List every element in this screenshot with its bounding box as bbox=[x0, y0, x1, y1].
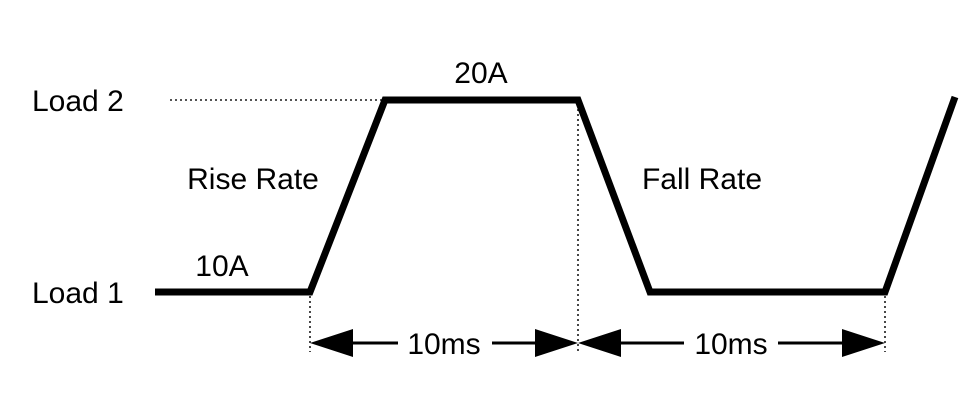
fall-rate-label: Fall Rate bbox=[642, 163, 762, 196]
rise-rate-label: Rise Rate bbox=[187, 163, 319, 196]
interval2-left-arrowhead-icon bbox=[578, 329, 621, 357]
load1-axis-label: Load 1 bbox=[32, 277, 124, 310]
interval1-left-arrowhead-icon bbox=[310, 329, 353, 357]
interval1-label: 10ms bbox=[407, 328, 480, 361]
interval2-right-arrowhead-icon bbox=[842, 329, 885, 357]
load2-axis-label: Load 2 bbox=[32, 85, 124, 118]
interval1-right-arrowhead-icon bbox=[535, 329, 578, 357]
interval2-label: 10ms bbox=[694, 328, 767, 361]
waveform-line bbox=[155, 95, 959, 296]
interval2-arrow: 10ms bbox=[578, 328, 885, 361]
interval1-arrow: 10ms bbox=[310, 328, 578, 361]
base-current-label: 10A bbox=[195, 250, 248, 283]
top-current-label: 20A bbox=[454, 57, 507, 90]
